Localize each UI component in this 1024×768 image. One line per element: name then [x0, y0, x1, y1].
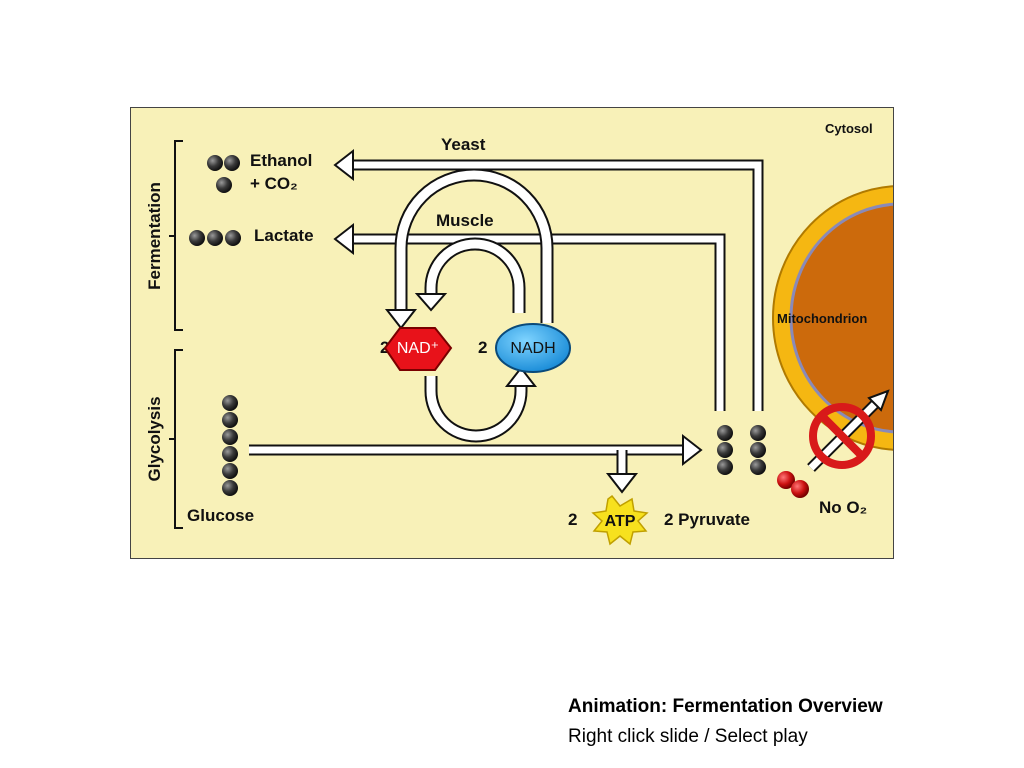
- nad-label: NAD⁺: [397, 340, 439, 357]
- glycolysis-arrow: [249, 433, 703, 467]
- atp-arrow: [605, 450, 639, 494]
- nad-hexagon: [383, 327, 453, 371]
- ethanol-molecule: [207, 155, 240, 193]
- slide-caption: Animation: Fermentation Overview Right c…: [568, 692, 883, 752]
- fermentation-label: Fermentation: [145, 182, 164, 290]
- co2-label: + CO₂: [250, 174, 298, 193]
- yeast-arrow: [333, 148, 764, 411]
- fermentation-diagram: Mitochondrion Cytosol Fermentation Glyco…: [130, 107, 894, 559]
- glycolysis-label: Glycolysis: [145, 396, 164, 481]
- no-oxygen-symbol: [807, 389, 890, 472]
- mitochondrion: [772, 185, 893, 451]
- oxygen-molecule: [777, 471, 809, 498]
- atp-label: ATP: [605, 513, 636, 530]
- fermentation-bracket: [169, 140, 183, 331]
- atp-starburst: [591, 494, 649, 546]
- nadh-ellipse: [495, 323, 571, 373]
- yeast-label: Yeast: [441, 135, 486, 154]
- caption-hint: Right click slide / Select play: [568, 726, 808, 747]
- atp-count: 2: [568, 510, 577, 529]
- muscle-nadh-loop: [414, 237, 526, 313]
- caption-title: Animation: Fermentation Overview: [568, 696, 883, 717]
- yeast-nadh-loop: [384, 168, 554, 330]
- nadh-count: 2: [478, 338, 487, 357]
- cytosol-label: Cytosol: [825, 121, 873, 136]
- nad-to-nadh-loop: [424, 366, 538, 443]
- no-o2-label: No O₂: [819, 498, 867, 517]
- muscle-label: Muscle: [436, 211, 494, 230]
- glucose-molecule: [222, 395, 238, 496]
- pyruvate-molecule-1: [717, 425, 733, 475]
- pyruvate-molecule-2: [750, 425, 766, 475]
- glycolysis-bracket: [169, 349, 183, 529]
- glucose-label: Glucose: [187, 506, 254, 525]
- ethanol-label: Ethanol: [250, 151, 312, 170]
- lactate-molecule: [189, 230, 241, 246]
- mitochondrion-label: Mitochondrion: [777, 311, 867, 326]
- nadh-label: NADH: [510, 340, 555, 357]
- pyruvate-label: 2 Pyruvate: [664, 510, 750, 529]
- lactate-label: Lactate: [254, 226, 314, 245]
